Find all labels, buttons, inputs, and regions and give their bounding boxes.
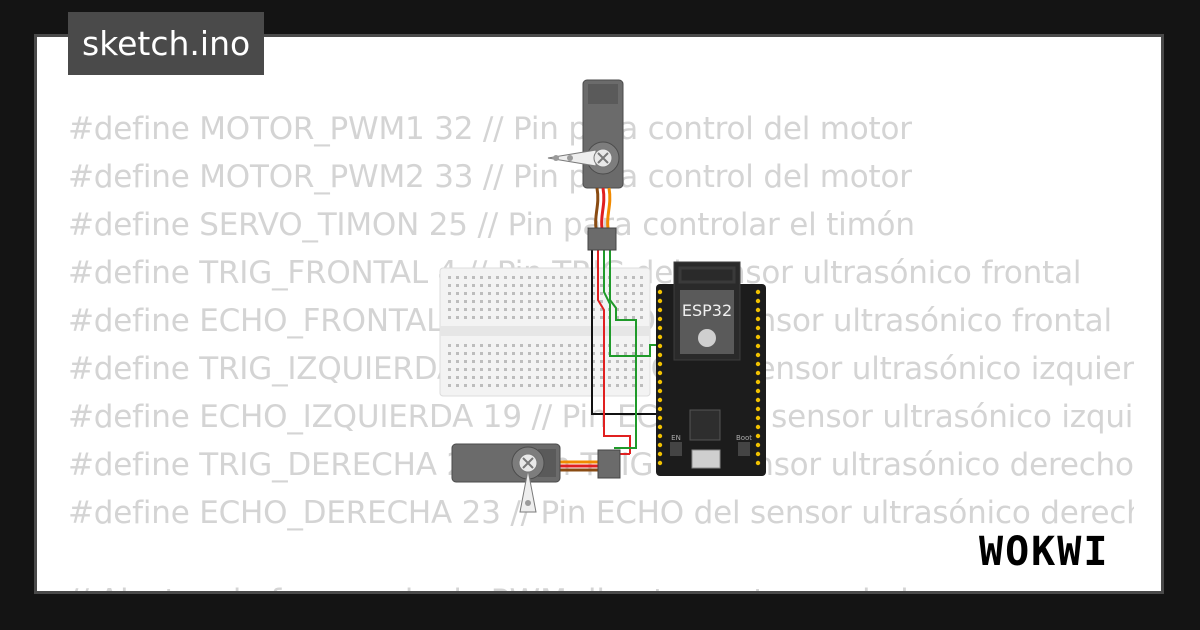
servo-icon <box>547 79 624 251</box>
filename-badge: sketch.ino <box>68 12 265 75</box>
servo-icon <box>451 443 621 513</box>
boot-label: Boot <box>736 434 752 442</box>
wokwi-logo-text: WOKWI <box>979 529 1109 575</box>
breadboard-icon <box>439 267 651 397</box>
code-line-partial: // Ajustes de frecuencia de PWM directam… <box>68 577 1134 591</box>
en-label: EN <box>671 434 681 442</box>
wokwi-logo: WOKWI <box>979 529 1109 575</box>
code-line: #define MOTOR_PWM2 33 // Pin para contro… <box>68 159 912 195</box>
esp32-board-icon: ESP32 Boot EN <box>656 261 766 476</box>
code-line: #define ECHO_IZQUIERDA 19 // Pin ECHO de… <box>68 399 1134 435</box>
code-line: #define MOTOR_PWM1 32 // Pin para contro… <box>68 111 912 147</box>
wiring <box>560 250 660 472</box>
esp32-label: ESP32 <box>682 301 732 320</box>
code-line: #define ECHO_DERECHA 23 // Pin ECHO del … <box>68 495 1134 531</box>
code-line: #define SERVO_TIMON 25 // Pin para contr… <box>68 207 915 243</box>
